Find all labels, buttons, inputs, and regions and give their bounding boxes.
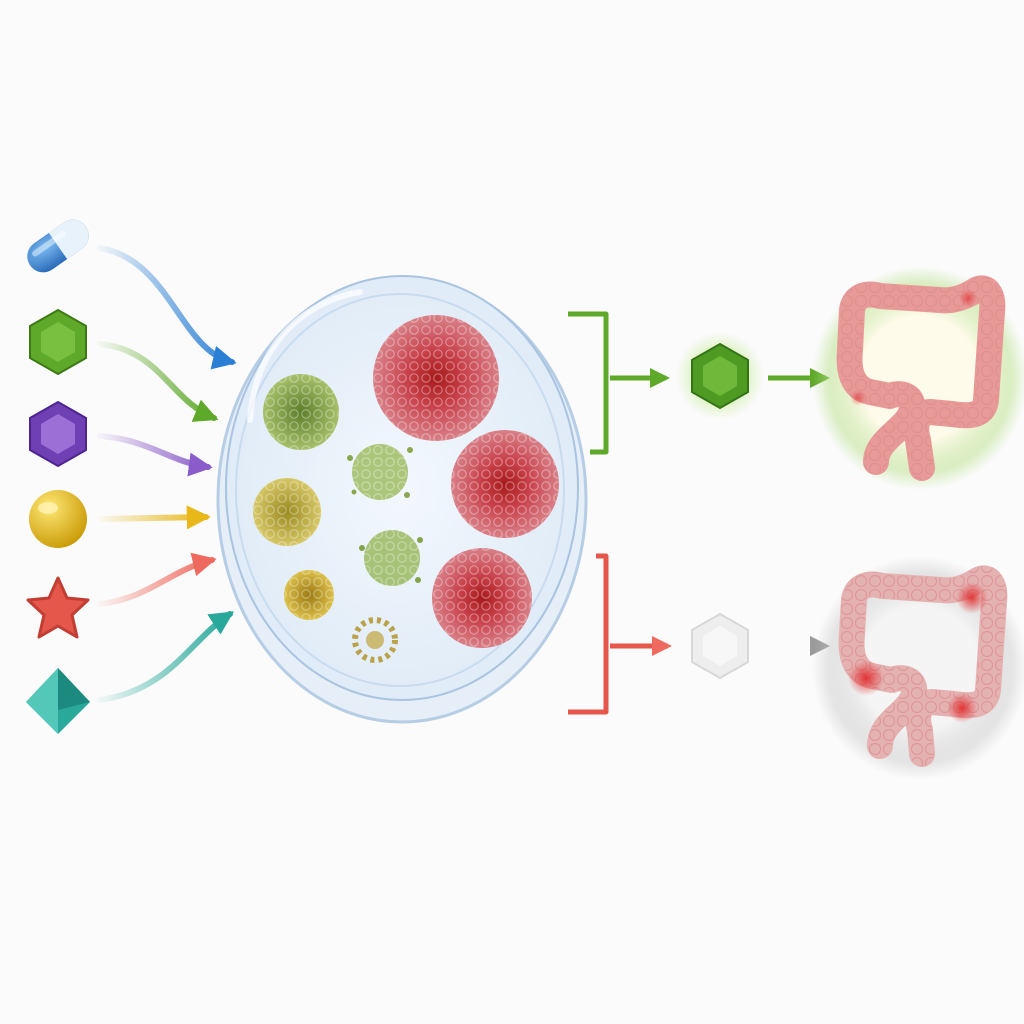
arrow-green bbox=[97, 341, 219, 422]
healthy-colon-icon bbox=[836, 275, 1006, 481]
tumor-hotspot bbox=[956, 582, 988, 614]
yellow-sphere-icon bbox=[29, 490, 87, 548]
teal-pyramid-icon bbox=[26, 668, 90, 734]
green-hexagon-icon bbox=[29, 308, 87, 376]
red-star-icon bbox=[26, 576, 90, 639]
arrow-red bbox=[97, 552, 217, 607]
ineffective-drug-hexagon-icon bbox=[691, 612, 749, 680]
organoid-yellow bbox=[253, 478, 321, 546]
arrow-purple bbox=[97, 433, 213, 477]
bracket-red bbox=[568, 553, 609, 715]
organoid-fragmented-2 bbox=[359, 530, 423, 586]
input-arrows bbox=[97, 245, 237, 703]
purple-hexagon-icon bbox=[29, 400, 87, 468]
organoid-red-lower bbox=[432, 548, 532, 648]
tumor-hotspot bbox=[947, 693, 977, 723]
outcome-ineffective bbox=[568, 553, 1024, 780]
arrow-yellow bbox=[97, 505, 211, 530]
tumor-hotspot bbox=[848, 660, 884, 696]
organoid-green-large bbox=[263, 374, 339, 450]
organoid-gold-small bbox=[284, 570, 334, 620]
arrow-teal bbox=[97, 611, 235, 703]
bracket-green bbox=[568, 311, 609, 455]
outcome-effective bbox=[568, 266, 1024, 490]
arrow-blue bbox=[97, 245, 237, 370]
diseased-colon-icon bbox=[838, 565, 1008, 767]
effective-drug-hexagon-icon bbox=[691, 342, 749, 410]
organoids bbox=[253, 315, 559, 663]
drug-candidates bbox=[26, 219, 90, 734]
organoid-red-medium bbox=[451, 430, 559, 538]
organoid-fragmented-3 bbox=[352, 617, 398, 663]
organoid-red-large bbox=[373, 315, 499, 441]
organoid-fragmented-1 bbox=[347, 444, 413, 500]
capsule-icon bbox=[27, 219, 89, 273]
